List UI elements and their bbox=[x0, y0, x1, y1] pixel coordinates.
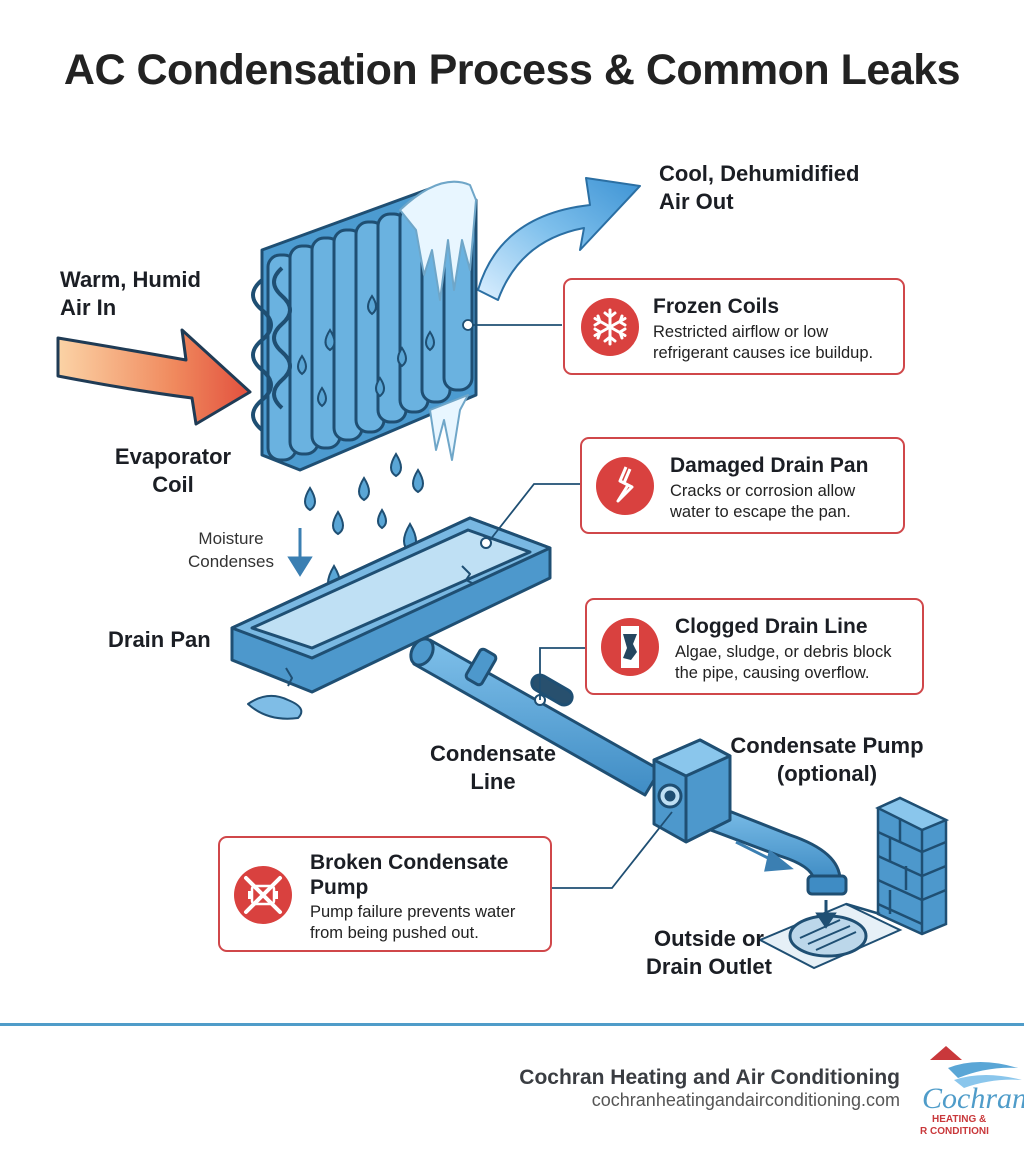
frozen-coils-title: Frozen Coils bbox=[653, 295, 780, 318]
evaporator-line-1: Evaporator bbox=[114, 444, 232, 469]
clogged-drain-line-text: Algae, sludge, or debris block the pipe,… bbox=[675, 642, 891, 684]
svg-text:Cochran: Cochran bbox=[922, 1082, 1024, 1115]
broken-condensate-pump-text: Pump failure prevents water from being p… bbox=[310, 902, 515, 944]
condensate-pump-line-2: (optional) bbox=[776, 761, 878, 786]
cool-air-line-1: Cool, Dehumidified bbox=[659, 161, 860, 186]
condensate-pump-line-1: Condensate Pump bbox=[730, 733, 924, 758]
company-logo: Cochran HEATING & R CONDITIONI bbox=[918, 1038, 1024, 1138]
condensate-pump bbox=[652, 738, 732, 844]
outlet-line-2: Drain Outlet bbox=[646, 954, 772, 979]
evaporator-coil bbox=[251, 180, 478, 472]
condensate-pipe bbox=[409, 637, 848, 896]
warm-air-label: Warm, Humid Air In bbox=[60, 266, 201, 322]
outlet-line-1: Outside or bbox=[653, 926, 764, 951]
company-name: Cochran Heating and Air Conditioning bbox=[519, 1066, 900, 1089]
damaged-drain-pan-title: Damaged Drain Pan bbox=[670, 454, 869, 477]
callout-frozen-coils: Frozen Coils Restricted airflow or low r… bbox=[563, 278, 905, 375]
warm-air-arrow bbox=[56, 328, 252, 426]
callout-clogged-drain-line: Clogged Drain Line Algae, sludge, or deb… bbox=[585, 598, 924, 695]
evaporator-line-2: Coil bbox=[152, 472, 194, 497]
clogged-drain-line-text-1: Algae, sludge, or debris block bbox=[675, 643, 892, 661]
damaged-drain-pan-text-1: Cracks or corrosion allow bbox=[670, 482, 856, 500]
frozen-coils-text-1: Restricted airflow or low bbox=[653, 323, 829, 341]
cool-air-arrow bbox=[477, 177, 641, 301]
page-title: AC Condensation Process & Common Leaks bbox=[63, 46, 961, 94]
svg-text:HEATING &: HEATING & bbox=[932, 1114, 986, 1125]
brick-wall bbox=[845, 796, 950, 936]
callout-broken-condensate-pump: Broken Condensate Pump Pump failure prev… bbox=[218, 836, 552, 952]
drain-pan-label: Drain Pan bbox=[108, 627, 211, 652]
broken-condensate-pump-title: Broken Condensate Pump bbox=[310, 850, 508, 900]
broken-pump-title-1: Broken Condensate bbox=[310, 851, 509, 874]
moisture-arrow bbox=[287, 528, 313, 577]
footer-divider bbox=[0, 1023, 1024, 1026]
clogged-pipe-icon bbox=[601, 618, 659, 676]
broken-pump-icon bbox=[234, 866, 292, 924]
condensate-line-line-2: Line bbox=[470, 769, 516, 794]
warm-air-line-2: Air In bbox=[60, 295, 117, 320]
moisture-label: Moisture Condenses bbox=[176, 527, 286, 573]
broken-pump-title-2: Pump bbox=[310, 876, 369, 899]
svg-text:R CONDITIONI: R CONDITIONI bbox=[920, 1126, 989, 1137]
company-url[interactable]: cochranheatingandairconditioning.com bbox=[591, 1090, 900, 1110]
flow-arrow bbox=[735, 840, 794, 872]
frozen-coils-text-2: refrigerant causes ice buildup. bbox=[653, 344, 874, 362]
frozen-coils-text: Restricted airflow or low refrigerant ca… bbox=[653, 322, 873, 364]
clogged-drain-line-title: Clogged Drain Line bbox=[675, 615, 868, 638]
drain-pan bbox=[230, 516, 552, 720]
outlet-label: Outside or Drain Outlet bbox=[634, 925, 784, 981]
condensate-line-line-1: Condensate bbox=[430, 741, 556, 766]
crack-icon bbox=[596, 457, 654, 515]
drain-grate bbox=[757, 900, 903, 970]
callout-damaged-drain-pan: Damaged Drain Pan Cracks or corrosion al… bbox=[580, 437, 905, 534]
damaged-drain-pan-text-2: water to escape the pan. bbox=[670, 503, 851, 521]
coil-droplets bbox=[297, 294, 435, 408]
evaporator-label: Evaporator Coil bbox=[106, 443, 240, 499]
cool-air-line-2: Air Out bbox=[659, 189, 734, 214]
condensate-pump-label: Condensate Pump (optional) bbox=[722, 732, 932, 788]
condensate-line-label: Condensate Line bbox=[418, 740, 568, 796]
clogged-drain-line-text-2: the pipe, causing overflow. bbox=[675, 664, 870, 682]
moisture-line-2: Condenses bbox=[187, 552, 274, 571]
damaged-drain-pan-text: Cracks or corrosion allow water to escap… bbox=[670, 481, 855, 523]
warm-air-line-1: Warm, Humid bbox=[60, 267, 201, 292]
moisture-line-1: Moisture bbox=[198, 529, 264, 548]
connector-lines bbox=[462, 319, 673, 889]
cool-air-label: Cool, Dehumidified Air Out bbox=[659, 160, 859, 216]
broken-pump-text-1: Pump failure prevents water bbox=[310, 903, 516, 921]
broken-pump-text-2: from being pushed out. bbox=[310, 924, 479, 942]
snowflake-icon bbox=[581, 298, 639, 356]
